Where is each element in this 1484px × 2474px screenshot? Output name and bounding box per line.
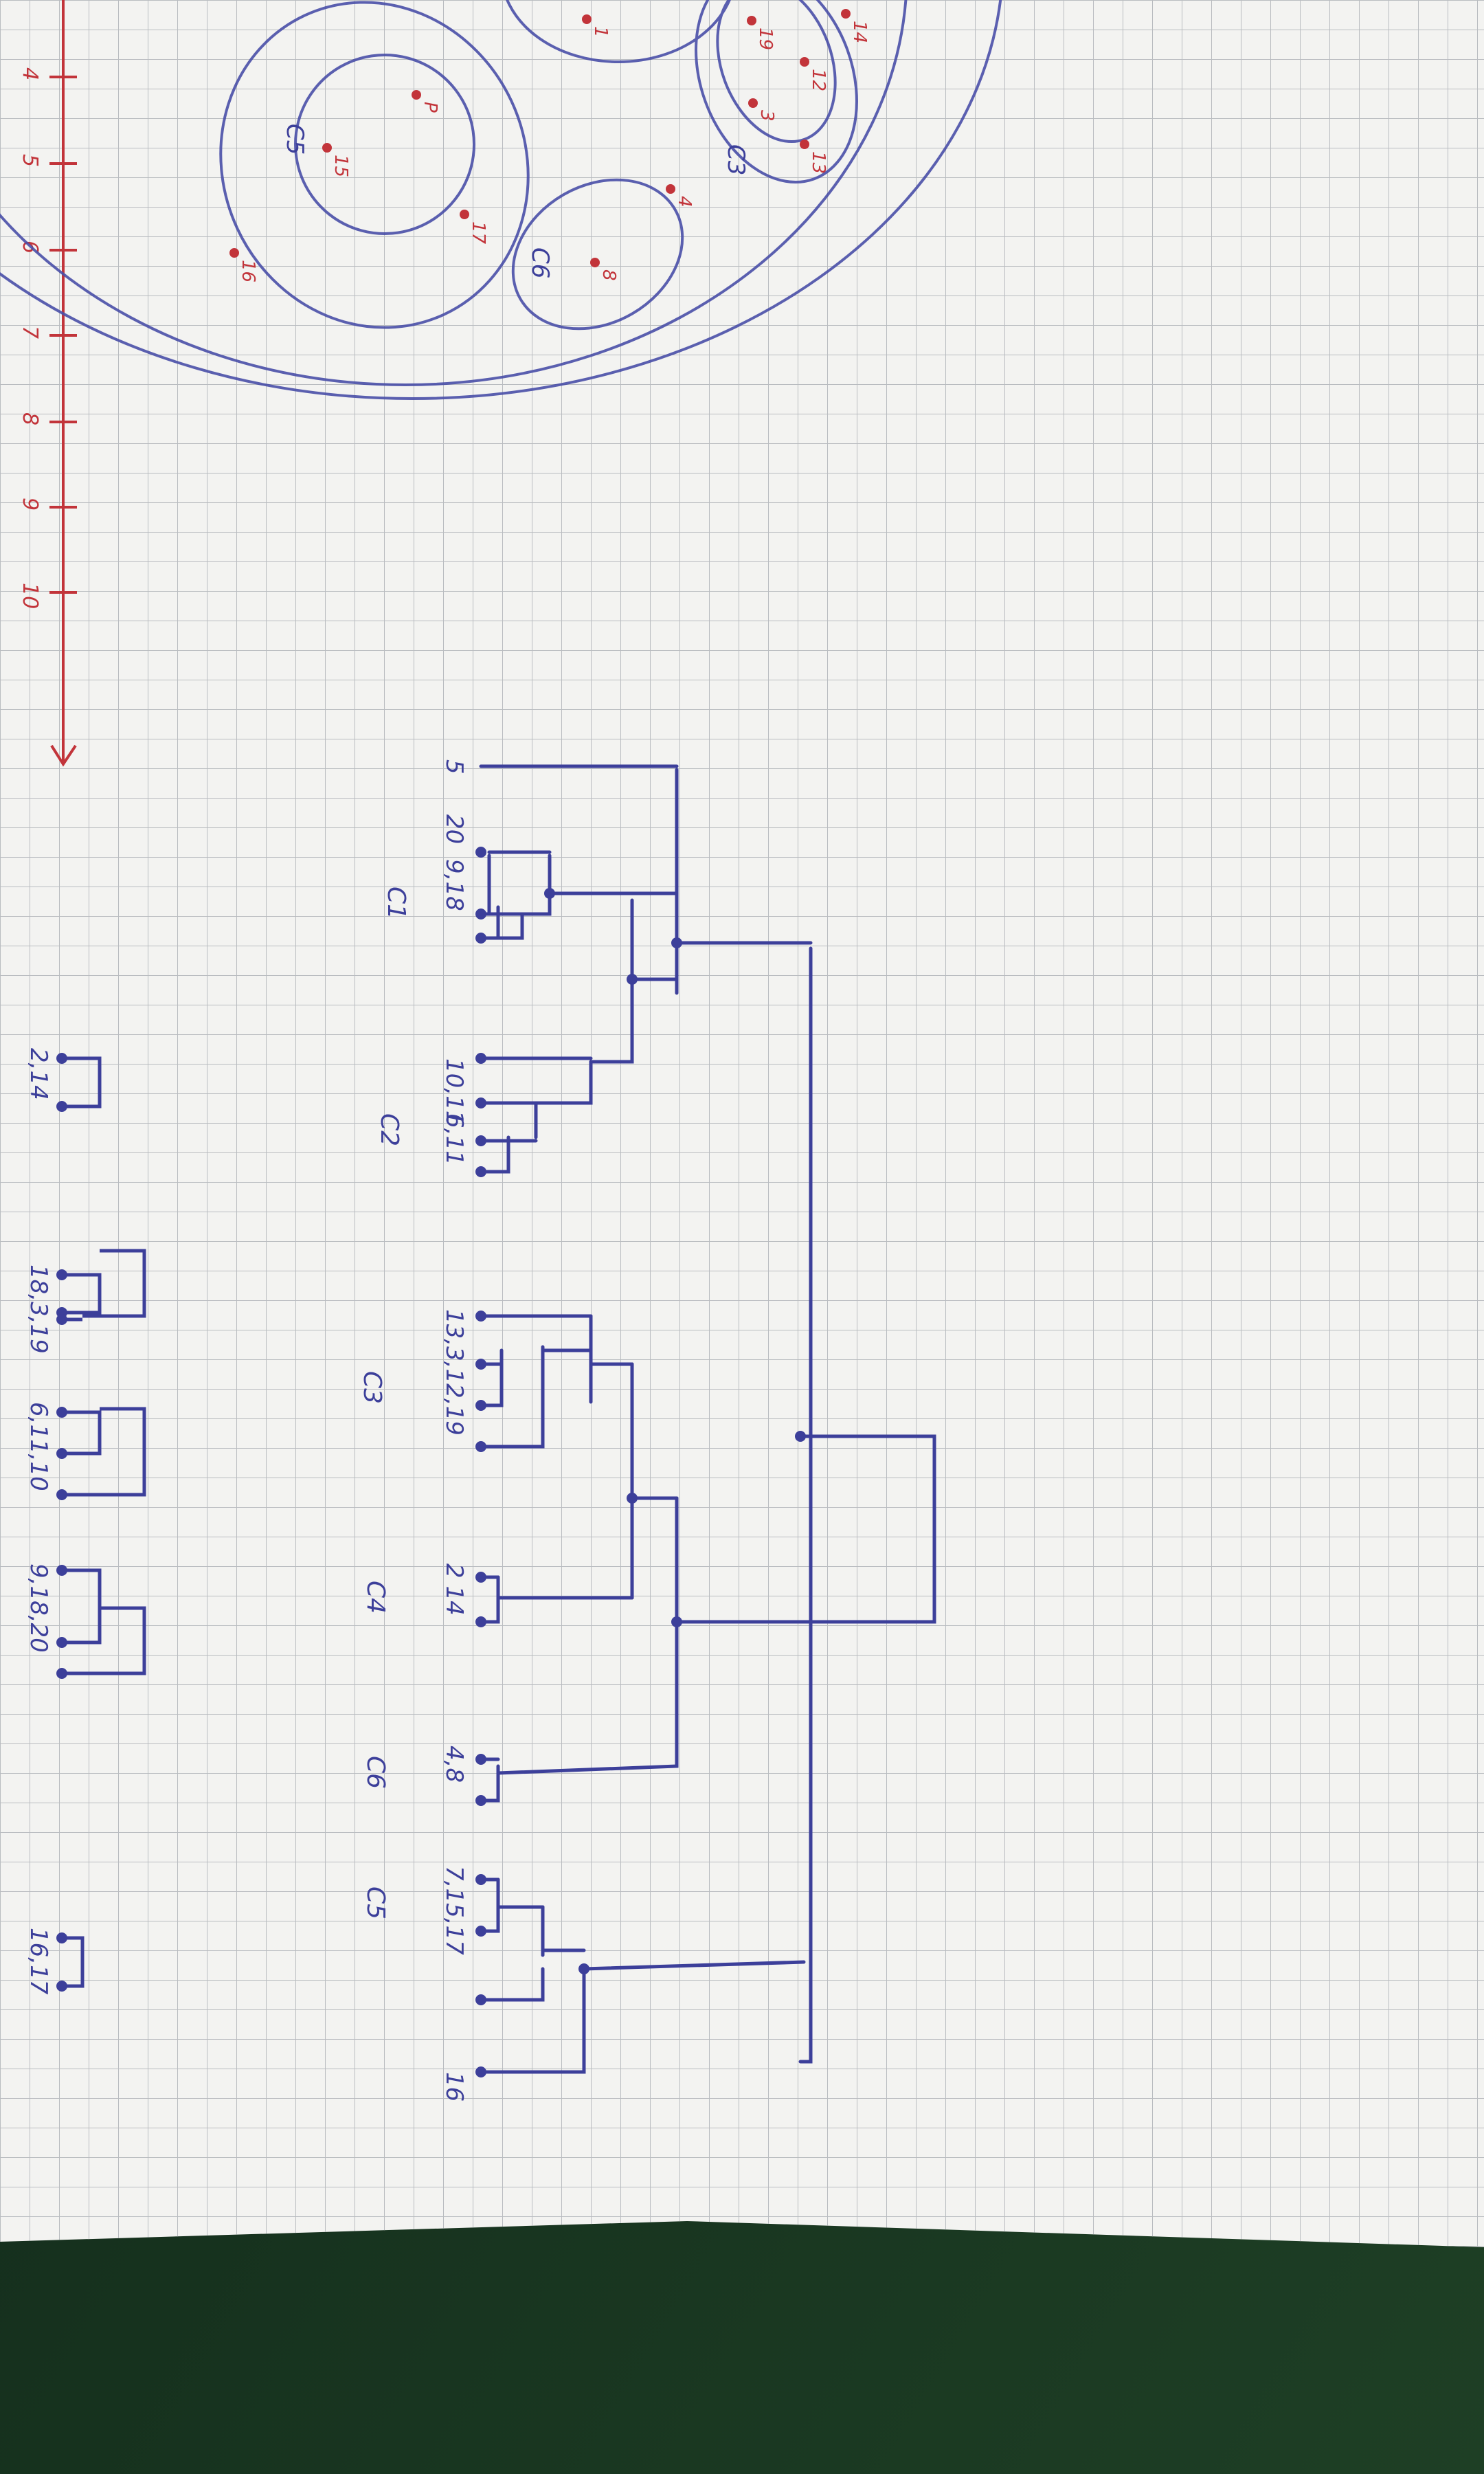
scatter-point — [841, 9, 851, 19]
dendrogram-leaf-label: 16 — [440, 2072, 468, 2102]
dendrogram-leaf-label: 10,11 — [440, 1058, 468, 1125]
scatter-point — [412, 90, 421, 100]
scatter-point — [747, 16, 756, 25]
scatter-cluster-circles — [0, 0, 1002, 400]
dendrogram-leaf-label: 9,18 — [440, 859, 468, 911]
sub-dendrogram-label: 9,18,20 — [25, 1563, 52, 1653]
scatter-point — [582, 14, 592, 24]
axis-tick-label: 10 — [18, 583, 42, 609]
scatter-point — [800, 140, 809, 149]
scatter-point-label: 8 — [598, 269, 619, 281]
dendrogram-leaf-label: 2 14 — [440, 1563, 468, 1616]
dendrogram-leaf-label: 6,11 — [440, 1113, 468, 1166]
dendrogram-cluster-label: C5 — [361, 1886, 390, 1919]
sub-dendrogram-label: 2,14 — [25, 1048, 52, 1100]
scatter-point — [590, 258, 600, 267]
scatter-point — [800, 57, 809, 67]
dendrogram-leaf-label: 13,3,12,19 — [440, 1309, 468, 1436]
grid-paper — [0, 0, 1484, 2247]
axis-tick-label: 8 — [18, 412, 42, 425]
scatter-point — [666, 184, 675, 194]
sub-dendrogram-label: 16,17 — [25, 1928, 52, 1995]
axis-tick-label: 5 — [18, 154, 42, 167]
sub-dendrogram-dots — [56, 1053, 67, 1992]
scatter-point — [229, 248, 239, 258]
scatter-point — [460, 210, 469, 219]
scatter-point-label: P — [420, 102, 440, 113]
axis-tick-label: 4 — [18, 67, 42, 80]
dendrogram-leaf-label: 4,8 — [440, 1746, 468, 1783]
red-axis — [49, 0, 77, 767]
dendrogram-leaf-label: 5 — [440, 759, 468, 774]
scatter-point-label: 14 — [849, 21, 870, 43]
axis-tick-label: 7 — [18, 326, 42, 339]
dendrogram-cluster-label: C4 — [361, 1581, 390, 1614]
dendrogram-leaf-label: 20 — [440, 814, 468, 844]
sub-dendrogram-label: 6,11,10 — [25, 1402, 52, 1491]
dendrogram-cluster-label: C3 — [358, 1371, 386, 1404]
scatter-point-label: 15 — [330, 155, 351, 177]
axis-tick-label: 9 — [18, 498, 42, 511]
dendrogram-cluster-label: C6 — [361, 1756, 390, 1789]
scatter-point-label: 13 — [808, 151, 829, 174]
scatter-point-label: 1 — [590, 26, 611, 38]
scatter-point-label: 3 — [756, 110, 777, 122]
scatter-point-label: 12 — [808, 69, 829, 91]
sub-dendrogram-label: 18,3,19 — [25, 1264, 52, 1354]
dendrogram-cluster-label: C1 — [382, 887, 410, 920]
dendrogram-cluster-label: C2 — [375, 1113, 403, 1146]
scatter-point-label: 4 — [674, 196, 695, 208]
scatter-point — [748, 98, 758, 108]
scatter-cluster-label: C3 — [722, 144, 750, 175]
dendrogram-leaf-label: 7,15,17 — [440, 1866, 468, 1955]
scatter-point — [322, 143, 332, 153]
scatter-cluster-label: C5 — [281, 124, 308, 155]
scatter-point-label: 19 — [755, 27, 776, 50]
dendrogram-leaf-dots — [475, 847, 806, 2077]
scatter-point-label: 16 — [238, 260, 258, 282]
sub-dendrograms — [62, 1056, 146, 1988]
scatter-point-label: 17 — [468, 221, 488, 245]
scatter-cluster-label: C6 — [526, 247, 554, 278]
dendrogram — [479, 764, 936, 2074]
